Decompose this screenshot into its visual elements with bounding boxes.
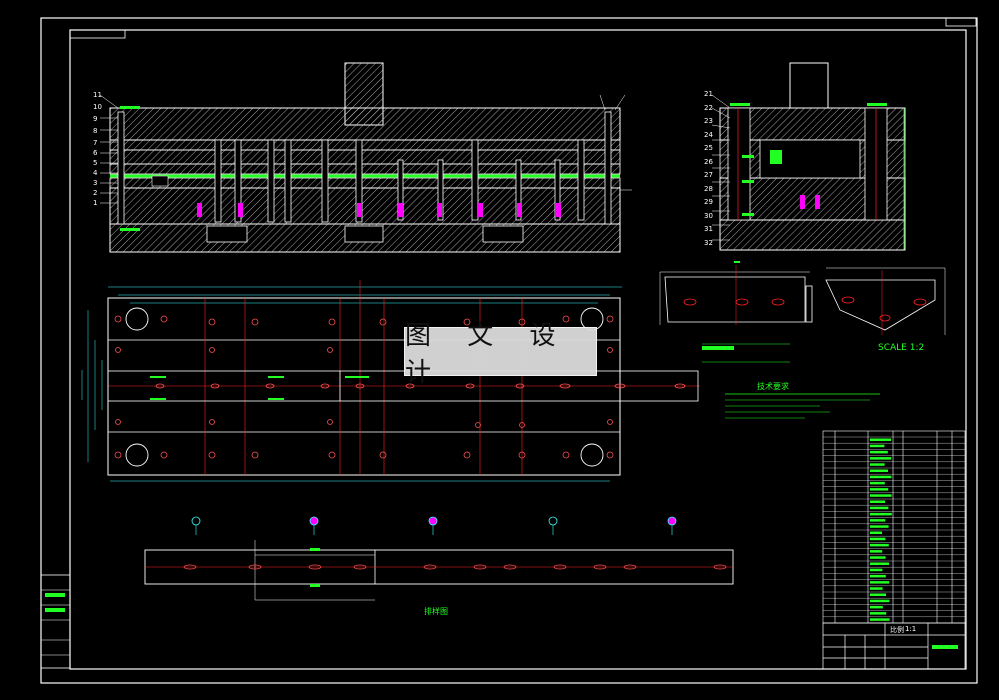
- bom-row-text: [870, 531, 882, 534]
- part-number-label: 29: [704, 198, 713, 206]
- part-number-label: 9: [93, 115, 98, 123]
- part-number-label: 10: [93, 103, 102, 111]
- bom-row-text: [870, 618, 890, 621]
- part-detail-2: [825, 267, 946, 335]
- bom-row-text: [870, 568, 883, 572]
- corner-tag: [69, 29, 126, 39]
- title-scale-value: 1:1: [905, 625, 917, 633]
- bom-row-text: [870, 612, 887, 615]
- bom-row-text: [870, 543, 889, 547]
- bom-row-text: [870, 562, 889, 565]
- bom-row-text: [870, 605, 883, 609]
- bom-row-text: [870, 475, 892, 479]
- bom-row-text: [870, 512, 892, 516]
- strip-layout-title: 排样图: [424, 607, 448, 616]
- part-number-label: 2: [93, 189, 98, 197]
- watermark: 图 文 设 计: [404, 321, 597, 388]
- tech-notes-title: 技术要求: [757, 382, 789, 391]
- bom-row-text: [870, 450, 888, 454]
- title-block: [822, 622, 966, 670]
- part-number-label: 6: [93, 149, 98, 157]
- part-number-label: 4: [93, 169, 98, 177]
- strip-layout: [144, 516, 734, 601]
- bom-row-text: [870, 438, 891, 441]
- scale-note-block: [702, 343, 790, 363]
- part-number-label: 1: [93, 199, 98, 207]
- part-number-label: 25: [704, 144, 713, 152]
- bom-rows: [823, 436, 965, 621]
- section-scale-label: SCALE 1:2: [878, 343, 925, 353]
- inner-frame: [69, 29, 967, 670]
- bom-row-text: [870, 506, 889, 510]
- bom-row-text: [870, 525, 889, 528]
- part-number-label: 21: [704, 90, 713, 98]
- part-number-label: 30: [704, 211, 713, 220]
- outer-frame: [40, 17, 978, 684]
- station-markers: [191, 516, 677, 535]
- side-section-view: [711, 62, 906, 251]
- part-number-label: 24: [704, 130, 713, 139]
- bom-row-text: [870, 550, 883, 553]
- part-number-label: 27: [704, 171, 713, 179]
- tech-notes: [725, 393, 880, 419]
- bom-row-text: [870, 488, 889, 491]
- bom-row-text: [870, 574, 886, 578]
- bom-row-text: [870, 593, 886, 596]
- part-number-label: 23: [704, 117, 713, 125]
- bom-row-text: [870, 457, 892, 460]
- part-number-label: 22: [704, 103, 713, 112]
- corner-tag-right: [945, 17, 977, 27]
- part-detail-1: [659, 261, 813, 325]
- part-number-label: 11: [93, 91, 102, 99]
- title-green-bar: [932, 645, 958, 649]
- bom-row-text: [870, 444, 885, 448]
- part-number-label: 8: [93, 127, 98, 135]
- bom-row-text: [870, 481, 885, 485]
- bom-row-text: [870, 537, 886, 541]
- left-border-block: [40, 574, 71, 669]
- part-number-label: 31: [704, 225, 713, 233]
- bom-row-text: [870, 494, 892, 497]
- bom-row-text: [870, 599, 890, 603]
- bom-row-text: [870, 556, 886, 559]
- front-section-view: [99, 62, 632, 253]
- part-number-label: 32: [704, 238, 713, 247]
- part-number-label: 28: [704, 184, 713, 193]
- bill-of-materials: [822, 430, 966, 624]
- part-number-label: 26: [704, 157, 713, 166]
- bom-row-text: [870, 500, 885, 503]
- bom-row-text: [870, 581, 890, 584]
- part-number-label: 5: [93, 159, 98, 167]
- plan-view: [81, 280, 700, 482]
- part-number-label: 3: [93, 179, 98, 187]
- bom-row-text: [870, 519, 886, 522]
- bom-row-text: [870, 463, 885, 466]
- part-number-label: 7: [93, 139, 98, 147]
- bom-row-text: [870, 587, 883, 590]
- bom-row-text: [870, 469, 888, 472]
- title-scale-label: 比例: [890, 626, 904, 634]
